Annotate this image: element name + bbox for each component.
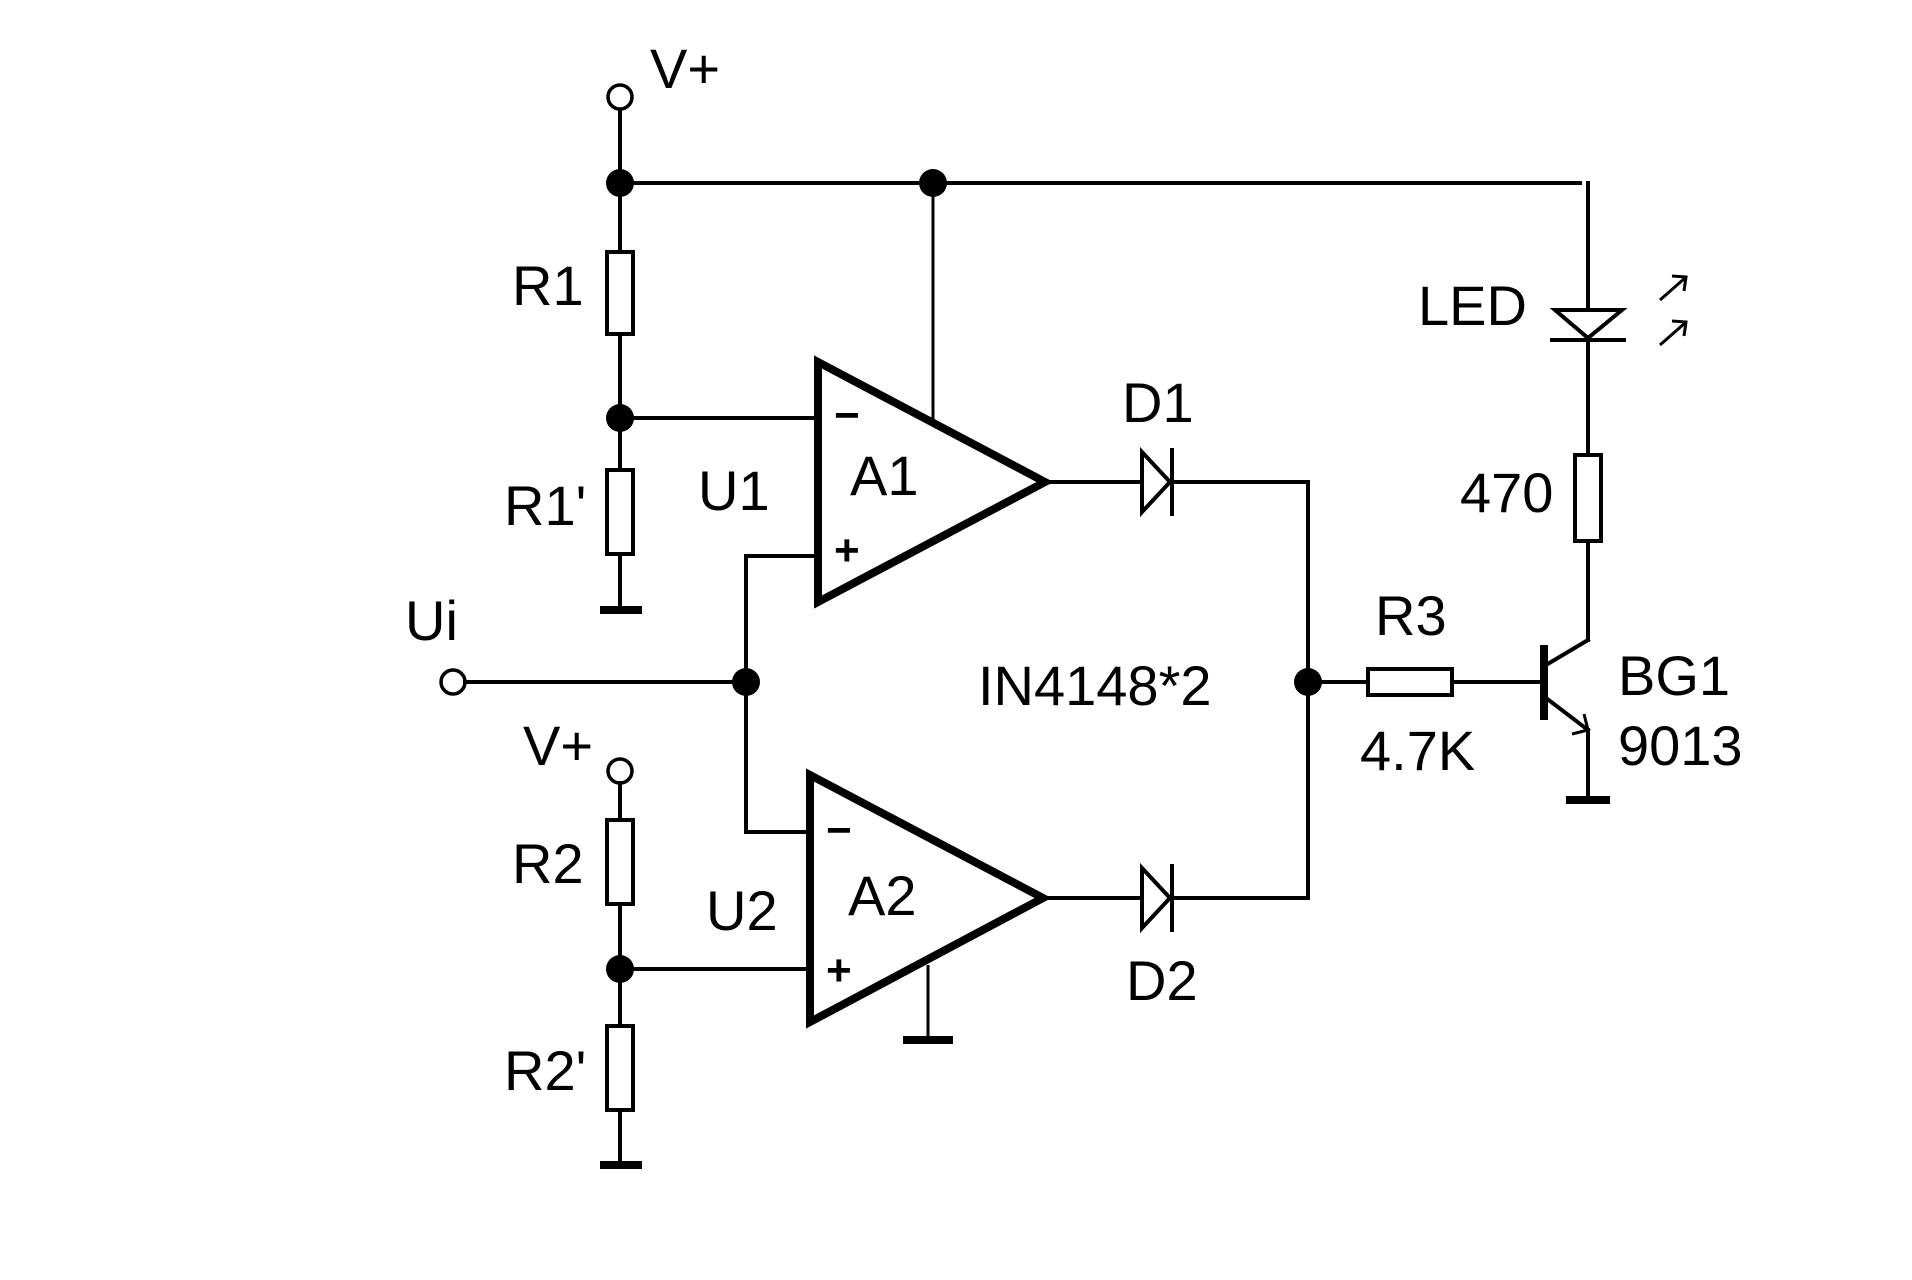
led-symbol [1549,308,1628,341]
opamp-a2: − + A2 U2 [706,768,1052,1044]
r-led-label: 470 [1460,461,1553,524]
r3-label: R3 [1375,584,1447,647]
top-supply-label: V+ [650,37,720,100]
transistor-emitter [1543,695,1591,733]
a2-label: A2 [848,864,917,927]
diode-part-label: IN4148*2 [978,654,1212,717]
input-ui: Ui [405,554,820,834]
opamp-a1: − + A1 U1 [698,183,1054,609]
diode-d2-symbol [1140,862,1173,934]
r2-divider: V+ R2 R2' [504,714,812,1169]
r2-prime-label: R2' [504,1039,586,1102]
r1-label: R1 [512,254,584,317]
diode-d2: D2 [1041,862,1310,1012]
diode-d1: D1 [1043,371,1310,518]
transistor-bg1: BG1 9013 [1540,637,1743,804]
light-arrow-icon [1659,321,1686,347]
transistor-collector [1543,637,1591,668]
d2-label: D2 [1126,949,1198,1012]
led-label: LED [1418,274,1527,337]
bottom-supply-terminal [606,757,634,785]
resistor-r3 [1366,667,1454,697]
bottom-supply-label: V+ [523,714,593,777]
top-supply-terminal [606,83,634,111]
resistor-r2 [605,818,635,906]
u2-label: U2 [706,879,778,942]
resistor-r1 [605,250,635,336]
opamp-a2-triangle [806,768,1052,1029]
transistor-part-label: 9013 [1618,714,1743,777]
input-terminal [439,668,467,696]
light-arrow-icon [1659,276,1686,302]
a2-minus-sign: − [826,806,852,855]
r2-label: R2 [512,832,584,895]
a1-minus-sign: − [834,391,860,440]
input-label: Ui [405,589,458,652]
d1-label: D1 [1122,371,1194,434]
u1-label: U1 [698,459,770,522]
resistor-r2-prime [605,1024,635,1112]
resistor-r1-prime [605,468,635,556]
or-node: R3 4.7K [1294,480,1542,900]
a2-plus-sign: + [826,946,852,995]
r1-prime-label: R1' [504,474,586,537]
transistor-name-label: BG1 [1618,644,1730,707]
top-supply: V+ [606,37,1582,197]
diode-d1-symbol [1140,446,1173,518]
a1-label: A1 [850,444,919,507]
r1-divider: R1 R1' [504,181,820,614]
resistor-470 [1573,453,1603,543]
r3-value-label: 4.7K [1360,719,1475,782]
a1-plus-sign: + [834,526,860,575]
led-branch: LED 470 [1418,181,1688,642]
